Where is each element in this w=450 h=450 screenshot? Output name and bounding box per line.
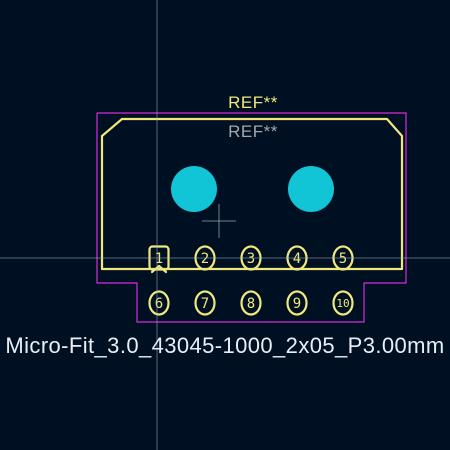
pad-number-1: 1 <box>155 251 163 267</box>
pad-8[interactable] <box>240 290 262 316</box>
reference-designator-silkscreen[interactable]: REF** <box>228 93 278 112</box>
pad-number-5: 5 <box>339 251 347 267</box>
pad-number-4: 4 <box>293 251 301 267</box>
mounting-hole-right <box>288 166 334 212</box>
courtyard-outline <box>96 112 407 323</box>
silkscreen-outline <box>100 117 404 271</box>
pad-10[interactable] <box>332 290 354 316</box>
reference-designator-fab[interactable]: REF** <box>228 122 278 141</box>
pad-number-10: 10 <box>336 297 349 310</box>
pad-7[interactable] <box>194 290 216 316</box>
pad-number-3: 3 <box>247 251 255 267</box>
pad-number-9: 9 <box>293 296 301 312</box>
pad-9[interactable] <box>286 290 308 316</box>
pad-number-6: 6 <box>155 296 163 312</box>
pad-number-2: 2 <box>201 251 209 267</box>
pad-row-bottom: 6 7 8 9 10 <box>148 290 354 316</box>
pad-6[interactable] <box>148 290 170 316</box>
pad-number-8: 8 <box>247 296 255 312</box>
pad-number-7: 7 <box>201 296 209 312</box>
mounting-hole-left <box>171 166 217 212</box>
footprint-name-label[interactable]: Micro-Fit_3.0_43045-1000_2x05_P3.00mm <box>5 333 444 358</box>
